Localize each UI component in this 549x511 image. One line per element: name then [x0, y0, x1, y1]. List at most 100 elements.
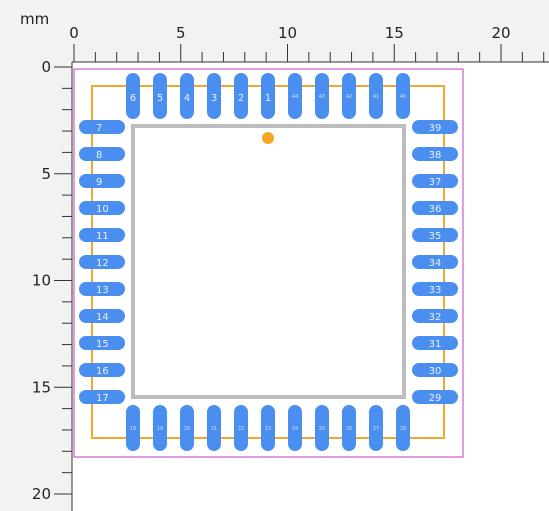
pad-label: 19	[157, 426, 163, 432]
body-outline	[131, 124, 406, 399]
pad-right	[412, 255, 458, 269]
pad-label: 35	[429, 231, 442, 242]
pad-label: 40	[400, 94, 406, 100]
pad-label: 30	[429, 366, 442, 377]
pad-label: 11	[96, 231, 109, 242]
pad-label: 28	[400, 426, 406, 432]
pad-label: 33	[429, 285, 442, 296]
pad-right	[412, 201, 458, 215]
pad-bottom	[342, 405, 356, 451]
pad-top	[315, 73, 329, 119]
pad-label: 37	[429, 177, 442, 188]
ruler-top	[0, 0, 549, 62]
pad-label: 8	[96, 150, 102, 161]
ruler-left-tick-label: 10	[32, 272, 51, 290]
pad-label: 4	[184, 93, 190, 104]
pad-right	[412, 228, 458, 242]
pad-right	[412, 336, 458, 350]
pad-left	[79, 201, 125, 215]
ruler-top-tick-label: 10	[278, 24, 297, 42]
pad-left	[79, 309, 125, 323]
pad-right	[412, 363, 458, 377]
pad-right	[412, 282, 458, 296]
pad-top	[207, 73, 221, 119]
pad-label: 25	[319, 426, 325, 432]
pad-label: 18	[130, 426, 136, 432]
pad-label: 32	[429, 312, 442, 323]
pad-label: 16	[96, 366, 109, 377]
pad-right	[412, 120, 458, 134]
ruler-top-tick-label: 15	[385, 24, 404, 42]
pad-left	[79, 120, 125, 134]
pad-top	[369, 73, 383, 119]
pad-top	[126, 73, 140, 119]
pad-right	[412, 174, 458, 188]
pad-right	[412, 147, 458, 161]
pad-label: 38	[429, 150, 442, 161]
pad-bottom	[126, 405, 140, 451]
pad-top	[180, 73, 194, 119]
ruler-top-tick-label: 5	[176, 24, 186, 42]
pad-bottom	[234, 405, 248, 451]
pad-label: 42	[346, 94, 352, 100]
pad-top	[342, 73, 356, 119]
pad-label: 26	[346, 426, 352, 432]
pin1-marker	[262, 132, 274, 144]
pad-label: 10	[96, 204, 109, 215]
pad-label: 1	[265, 93, 271, 104]
pad-left	[79, 228, 125, 242]
pad-left	[79, 363, 125, 377]
pad-label: 24	[292, 426, 298, 432]
pad-left	[79, 147, 125, 161]
pad-bottom	[396, 405, 410, 451]
ruler-top-tick-label: 0	[69, 24, 79, 42]
pad-label: 34	[429, 258, 442, 269]
pad-top	[396, 73, 410, 119]
pad-left	[79, 390, 125, 404]
pad-bottom	[288, 405, 302, 451]
pad-left	[79, 174, 125, 188]
pad-right	[412, 390, 458, 404]
ruler-corner: mm	[0, 0, 72, 62]
pad-label: 7	[96, 123, 102, 134]
pad-bottom	[153, 405, 167, 451]
pad-top	[288, 73, 302, 119]
pad-label: 22	[238, 426, 244, 432]
pad-left	[79, 336, 125, 350]
pad-label: 15	[96, 339, 109, 350]
pad-top	[261, 73, 275, 119]
pad-label: 31	[429, 339, 442, 350]
pad-label: 14	[96, 312, 109, 323]
ruler-left-tick-label: 20	[32, 485, 51, 503]
pad-bottom	[369, 405, 383, 451]
pad-label: 44	[292, 94, 298, 100]
pad-label: 21	[211, 426, 217, 432]
pad-label: 23	[265, 426, 271, 432]
pad-right	[412, 309, 458, 323]
pad-label: 9	[96, 177, 102, 188]
courtyard-outline	[73, 68, 464, 458]
pad-label: 20	[184, 426, 190, 432]
ruler-left	[0, 0, 72, 511]
pad-label: 39	[429, 123, 442, 134]
ruler-top-tick-label: 20	[491, 24, 510, 42]
pad-left	[79, 255, 125, 269]
pad-label: 36	[429, 204, 442, 215]
ruler-unit-label: mm	[20, 10, 50, 28]
pad-label: 17	[96, 393, 109, 404]
ruler-left-tick-label: 0	[41, 58, 51, 76]
pad-top	[153, 73, 167, 119]
ruler-left-tick-label: 5	[41, 165, 51, 183]
pad-label: 12	[96, 258, 109, 269]
pad-label: 5	[157, 93, 163, 104]
pad-bottom	[207, 405, 221, 451]
pad-label: 6	[130, 93, 136, 104]
pad-label: 41	[373, 94, 379, 100]
pad-label: 2	[238, 93, 244, 104]
pad-left	[79, 282, 125, 296]
pad-bottom	[315, 405, 329, 451]
pad-top	[234, 73, 248, 119]
